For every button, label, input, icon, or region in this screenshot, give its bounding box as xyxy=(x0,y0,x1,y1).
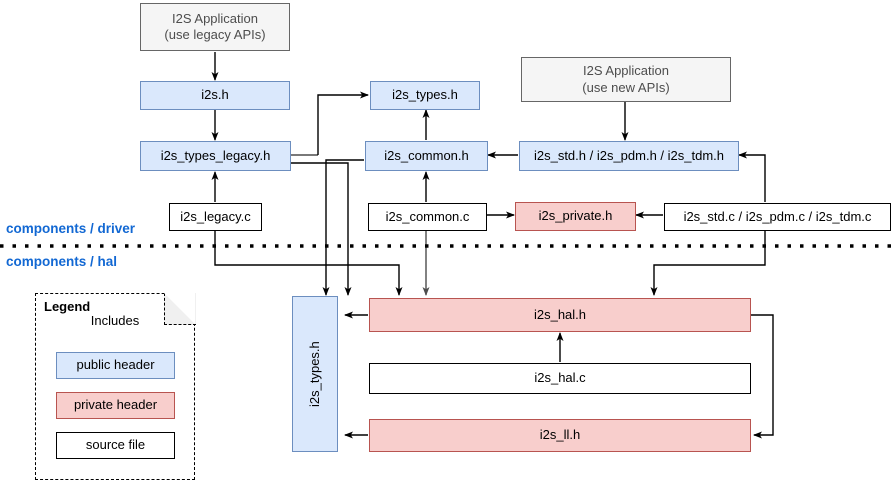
layer-label-hal: components / hal xyxy=(6,254,118,269)
node-i2s-std-pdm-tdm-h: i2s_std.h / i2s_pdm.h / i2s_tdm.h xyxy=(519,141,739,171)
node-i2s-hal-c: i2s_hal.c xyxy=(369,363,751,394)
legend-includes-label: Includes xyxy=(90,313,140,328)
app-new-line2: (use new APIs) xyxy=(582,79,670,95)
node-i2s-common-c: i2s_common.c xyxy=(368,203,487,231)
app-new-line1: I2S Application xyxy=(582,63,669,79)
node-i2s-application-legacy: I2S Application (use legacy APIs) xyxy=(140,3,290,51)
legend-swatch-public-header: public header xyxy=(56,352,175,379)
layer-label-driver: components / driver xyxy=(6,221,136,236)
node-i2s-h: i2s.h xyxy=(140,81,290,110)
node-i2s-types-h-hal: i2s_types.h xyxy=(292,296,338,452)
node-i2s-private-h: i2s_private.h xyxy=(515,202,636,231)
node-i2s-types-legacy-h: i2s_types_legacy.h xyxy=(140,141,291,171)
node-i2s-hal-h: i2s_hal.h xyxy=(369,298,751,332)
legend-title: Legend xyxy=(44,299,91,314)
legend-swatch-private-header: private header xyxy=(56,392,175,419)
node-i2s-types-h-top: i2s_types.h xyxy=(370,81,480,110)
app-legacy-line2: (use legacy APIs) xyxy=(164,27,266,42)
legend-dogear-cut xyxy=(164,293,195,324)
node-i2s-std-pdm-tdm-c: i2s_std.c / i2s_pdm.c / i2s_tdm.c xyxy=(664,203,891,231)
node-i2s-ll-h: i2s_ll.h xyxy=(369,419,751,452)
node-i2s-legacy-c: i2s_legacy.c xyxy=(169,203,262,231)
legend-swatch-source-file: source file xyxy=(56,432,175,459)
app-legacy-line1: I2S Application xyxy=(171,10,258,26)
node-i2s-application-new: I2S Application (use new APIs) xyxy=(521,57,731,102)
node-i2s-common-h: i2s_common.h xyxy=(365,141,488,171)
